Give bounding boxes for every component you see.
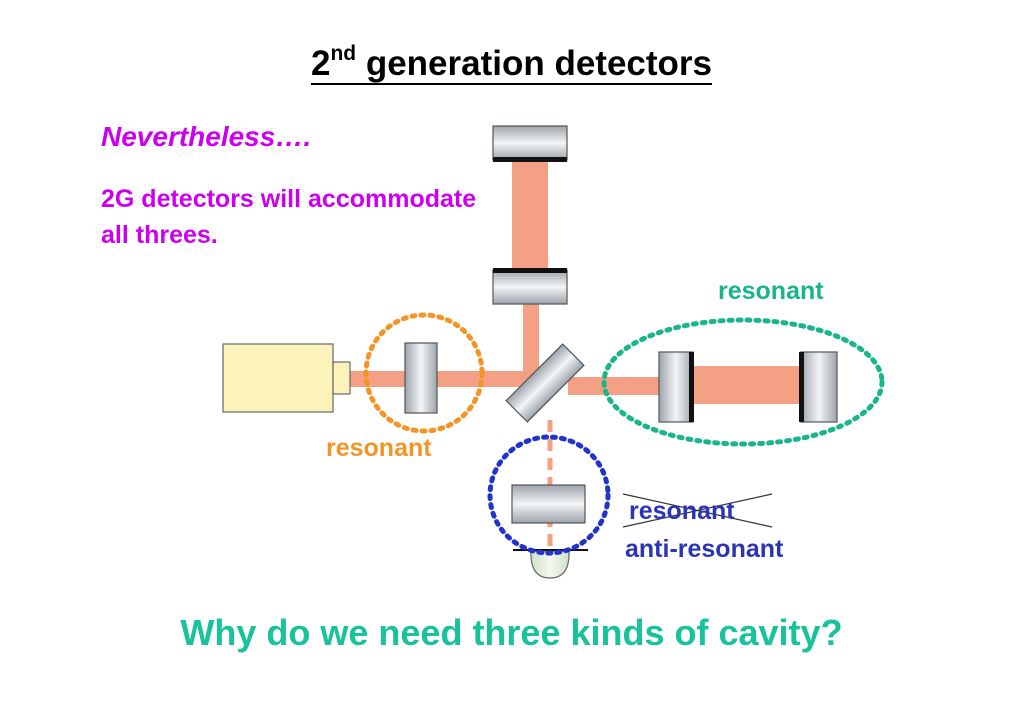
north-input-mirror: [492, 269, 568, 305]
east-beam-to-mirror: [568, 377, 660, 395]
photodetector: [530, 550, 570, 579]
signal-cavity-label: anti-resonant: [625, 535, 784, 563]
beam-splitter: [505, 343, 585, 423]
strike-line-2: [622, 493, 773, 528]
east-end-mirror-coating: [799, 352, 804, 422]
east-input-mirror-coating: [689, 352, 694, 422]
east-input-mirror: [658, 351, 694, 423]
north-arm-beam: [512, 160, 548, 272]
nevertheless-heading: Nevertheless….: [101, 121, 312, 152]
title-text: 2nd generation detectors: [310, 42, 713, 85]
page-title: 2nd generation detectors: [0, 42, 1023, 85]
power-recycling-mirror: [404, 342, 438, 414]
vertical-beam-to-bs: [523, 304, 539, 380]
recycling-cavity-label: resonant: [326, 434, 432, 462]
laser-source: [222, 343, 334, 413]
input-beam: [348, 371, 538, 387]
arm-cavity-ring: [601, 317, 885, 447]
recycling-cavity-ring: [363, 312, 485, 434]
north-end-mirror-coating: [493, 157, 567, 162]
arm-cavity-label: resonant: [718, 277, 824, 305]
laser-aperture: [332, 361, 351, 395]
east-end-mirror: [800, 351, 838, 423]
signal-cavity-struck-label: resonant: [629, 497, 735, 525]
signal-cavity-ring: [487, 434, 611, 556]
statement-text: 2G detectors will accommodate all threes…: [101, 185, 477, 249]
signal-recycling-mirror: [511, 484, 586, 524]
north-end-mirror: [492, 125, 568, 161]
east-arm-beam: [690, 366, 804, 404]
north-input-mirror-coating: [493, 268, 567, 273]
question-text: Why do we need three kinds of cavity?: [180, 612, 843, 653]
